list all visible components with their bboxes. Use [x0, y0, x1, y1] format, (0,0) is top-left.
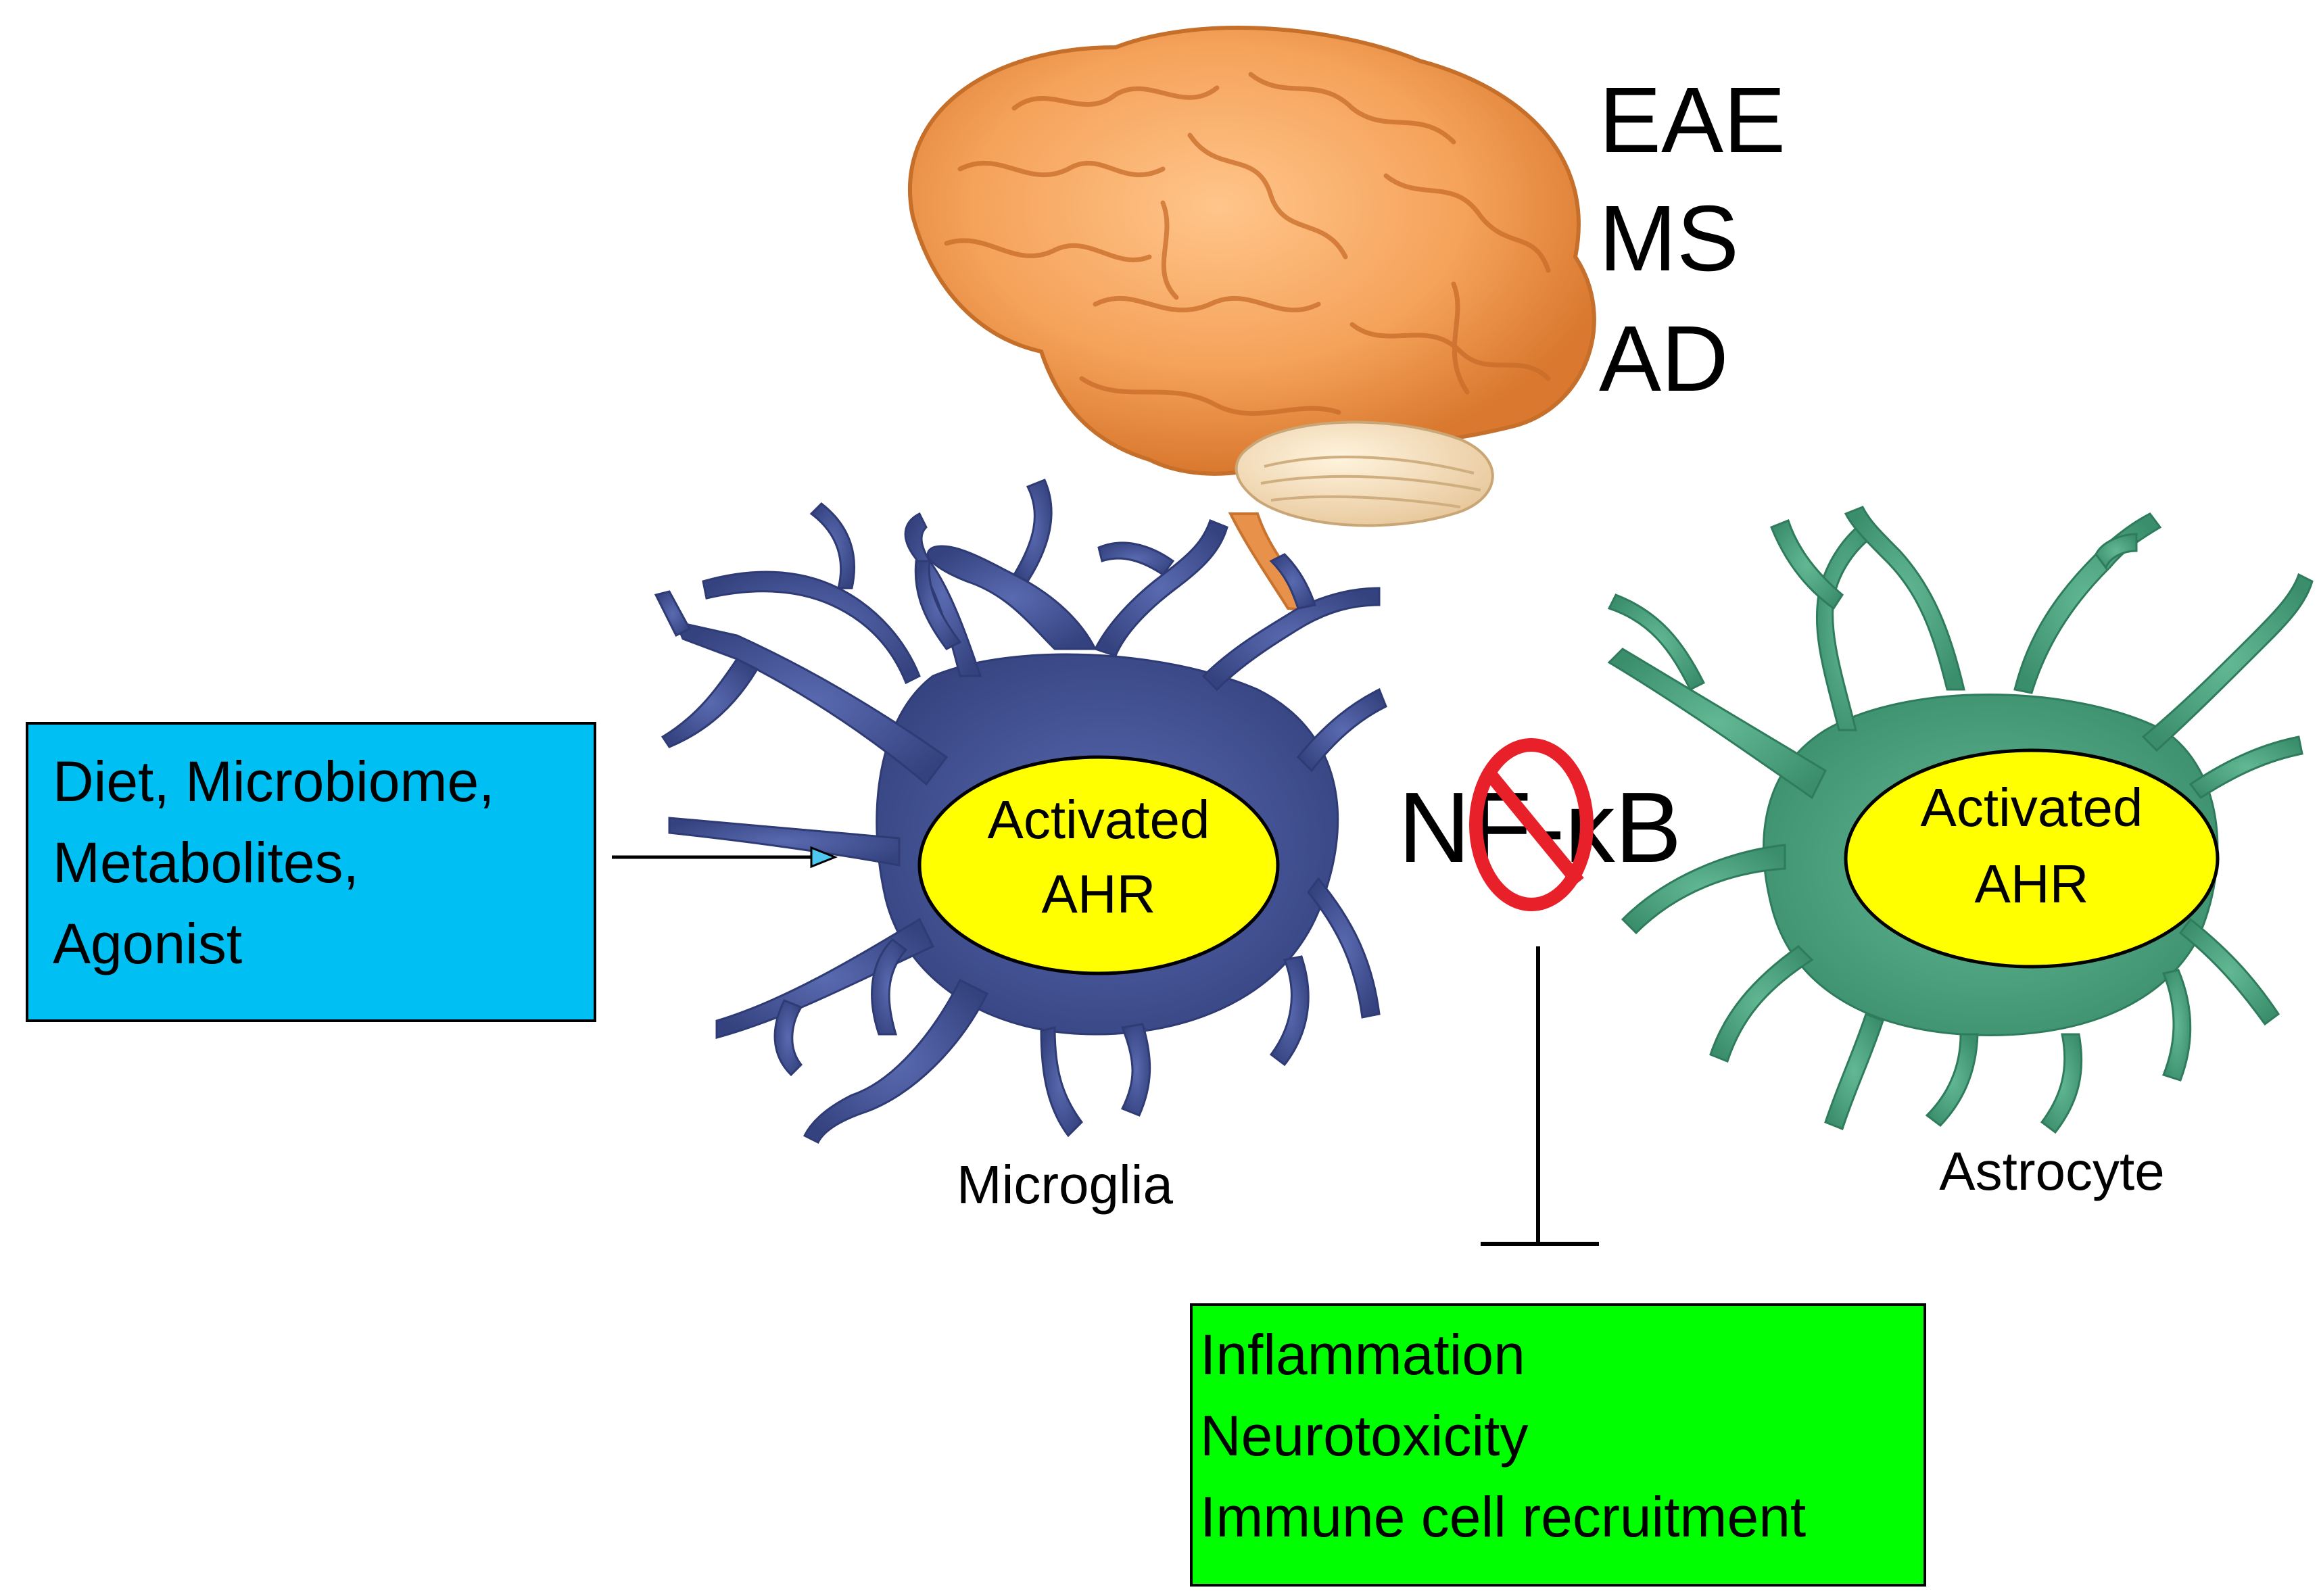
input-box-line3: Agonist [53, 912, 242, 975]
inhibition-bar [1481, 946, 1599, 1246]
output-box-line2: Neurotoxicity [1200, 1404, 1529, 1468]
disease-ms: MS [1599, 187, 1739, 291]
disease-eae: EAE [1599, 68, 1786, 172]
prohibition-icon [1469, 738, 1594, 911]
astrocyte-nucleus [1844, 748, 2220, 969]
input-box-line1: Diet, Microbiome, [53, 750, 495, 813]
astrocyte-nucleus-line2: AHR [1975, 854, 2089, 914]
astrocyte-label: Astrocyte [1939, 1141, 2164, 1201]
activation-arrow [612, 846, 838, 869]
microglia-nucleus-line2: AHR [1042, 864, 1156, 924]
disease-ad: AD [1599, 307, 1729, 411]
microglia-nucleus-line1: Activated [987, 790, 1210, 850]
output-box-line1: Inflammation [1200, 1323, 1525, 1386]
input-box-line2: Metabolites, [53, 831, 359, 894]
brain-icon [907, 26, 1596, 614]
output-box-line3: Immune cell recruitment [1200, 1485, 1806, 1549]
microglia-label: Microglia [957, 1155, 1174, 1215]
output-box [1190, 1303, 1926, 1587]
input-box [26, 722, 596, 1022]
astrocyte-nucleus-line1: Activated [1920, 777, 2143, 838]
microglia-nucleus [917, 755, 1280, 975]
